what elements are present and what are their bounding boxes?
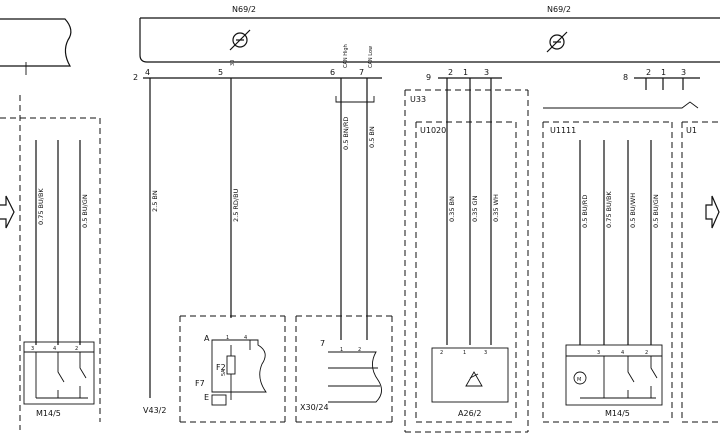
- pin-label: 1: [463, 350, 466, 356]
- u1-partial-label: U1: [686, 126, 697, 135]
- wire-label: 0.75 BU/BK: [37, 188, 45, 225]
- u1-partial-module: U1: [681, 121, 720, 423]
- pin-label: 2: [358, 347, 361, 353]
- u33-module: U33 U1020 2 1 3 A26/2: [404, 89, 529, 433]
- control-unit-icon-right: [546, 31, 568, 53]
- pin-label: 2: [645, 350, 648, 356]
- fuse-rating: 5A: [221, 369, 227, 376]
- x30-label: X30/24: [300, 403, 329, 412]
- pin-label: 1: [340, 347, 343, 353]
- pin-label: 4: [244, 335, 247, 341]
- svg-text:M: M: [577, 377, 581, 383]
- u1111-label: U1111: [550, 126, 576, 135]
- wire-label: 0.35 BN: [448, 196, 456, 222]
- wire-label: 0.5 BN/RD: [342, 117, 350, 150]
- pin-label: 4: [53, 346, 56, 352]
- pin-label: 3: [484, 68, 489, 77]
- wire-label: 0.5 BU/RD: [581, 195, 589, 228]
- left-m14-block: 0.75 BU/BK 0.5 BU/GN 3 4 2 M14/5: [0, 95, 101, 430]
- n69-left-label: N69/2: [232, 5, 256, 14]
- pin-label: 2: [448, 68, 453, 77]
- pin-label: 1: [463, 68, 468, 77]
- v43-label: V43/2: [143, 406, 166, 415]
- can-low-label: CAN Low: [368, 46, 374, 68]
- connector-9-label: 9: [426, 73, 431, 82]
- wire-label: 2.5 BN: [151, 190, 159, 212]
- pin-label: 3: [484, 350, 487, 356]
- n69-right-label: N69/2: [547, 5, 571, 14]
- pin-label: 5: [218, 68, 223, 77]
- motor-icon: M: [573, 371, 587, 385]
- m14-left-label: M14/5: [36, 409, 61, 418]
- n69-housing: N69/2 N69/2 2 9 8 4 5 6 7 2 1 3 2 1 3: [133, 5, 720, 82]
- connector-8-label: 8: [623, 73, 628, 82]
- wire-label: 0.75 BU/BK: [605, 191, 613, 228]
- emergency-signal-icon: [465, 371, 483, 387]
- pin-label: 2: [440, 350, 443, 356]
- u33-label: U33: [410, 95, 426, 104]
- fuse-block-f7: A E F7 F2 5A 1 4: [179, 315, 286, 423]
- wire-label: 2.5 RD/BU: [232, 188, 240, 222]
- arrow-right-icon: [705, 195, 720, 229]
- wire-label: 0.5 BN: [368, 126, 376, 148]
- f2-label: F2: [216, 363, 226, 372]
- pin-label: 4: [621, 350, 624, 356]
- pin-label: 1: [661, 68, 666, 77]
- wire-label: 0.5 BU/GN: [81, 194, 89, 228]
- pin-label: 2: [646, 68, 651, 77]
- f7-label: F7: [195, 379, 205, 388]
- can-high-label: CAN High: [343, 44, 349, 68]
- pin-label: 3: [597, 350, 600, 356]
- wire-label: 0.35 WH: [492, 194, 500, 222]
- pin-label: 4: [145, 68, 150, 77]
- connector-x30: 7 1 2 X30/24: [295, 315, 393, 423]
- left-module-fragment: [0, 18, 72, 75]
- pin-label: 6: [330, 68, 335, 77]
- wire-label: 0.5 BU/GN: [652, 194, 660, 228]
- pin-label: 2: [75, 346, 78, 352]
- pin-label: 7: [359, 68, 364, 77]
- fuse-a-label: A: [204, 334, 210, 343]
- wire-label: 0.35 GN: [471, 195, 479, 222]
- connector-2-label: 2: [133, 73, 138, 82]
- control-unit-icon: [229, 29, 251, 51]
- fuse-e-label: E: [204, 393, 209, 402]
- pin-label: 3: [681, 68, 686, 77]
- arrow-left-icon: [0, 195, 15, 229]
- u1020-label: U1020: [420, 126, 446, 135]
- a26-label: A26/2: [458, 409, 481, 418]
- wire-label: 0.5 BU/WH: [629, 193, 637, 228]
- pin-signal-label: 30: [230, 60, 236, 66]
- x30-pin-label: 7: [320, 339, 325, 348]
- u1111-module: U1111 0.5 BU/RD 0.75 BU/BK 0.5 BU/WH 0.5…: [542, 101, 699, 423]
- m14-right-label: M14/5: [605, 409, 630, 418]
- pin-label: 3: [31, 346, 34, 352]
- pin-label: 1: [226, 335, 229, 341]
